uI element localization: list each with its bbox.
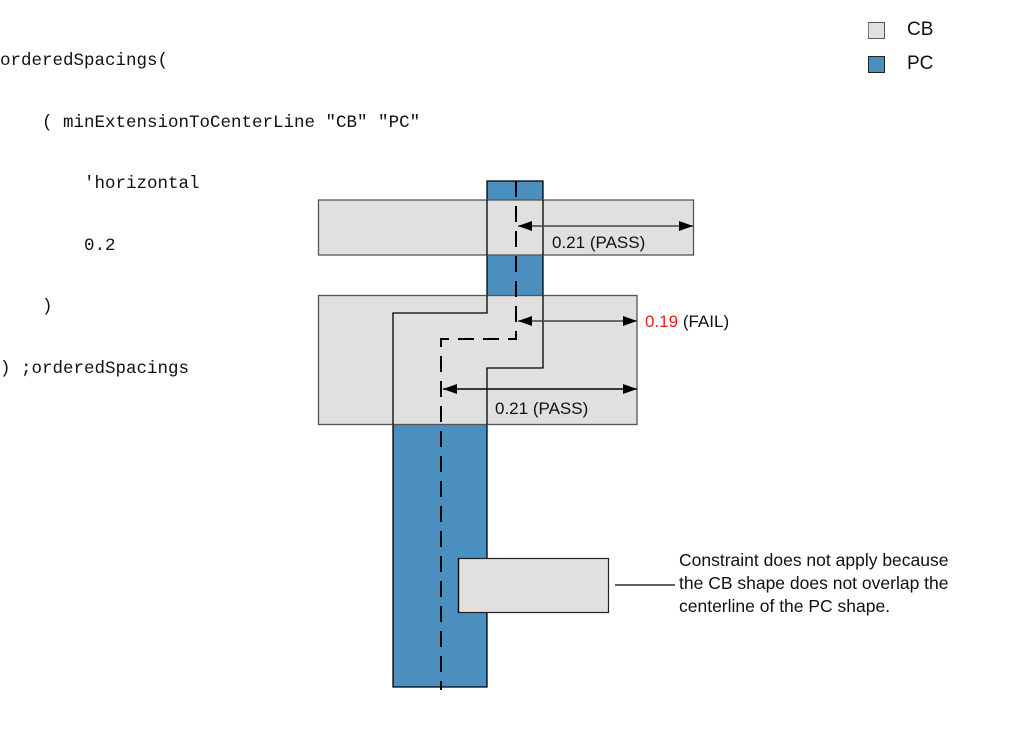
measurement-status: (PASS) [533,399,588,418]
note-line: Constraint does not apply because [679,550,949,570]
measurement-value: 0.21 [552,233,585,252]
code-line: 'horizontal [0,174,200,194]
measurement-value-fail: 0.19 [645,312,678,331]
code-line: ) [0,297,53,317]
measurement-label-middle: 0.19 (FAIL) [645,312,729,331]
code-line: orderedSpacings( [0,51,169,71]
code-line: ) ;orderedSpacings [0,358,190,379]
measurement-label-top: 0.21 (PASS) [552,233,645,252]
cb-shape-bottom [457,557,610,614]
code-snippet: orderedSpacings( ( minExtensionToCenterL… [0,10,420,400]
cb-shape-middle [317,294,638,426]
code-line: 0.2 [0,235,116,256]
note-line: centerline of the PC shape. [679,596,891,616]
legend-item-cb: CB [868,13,933,47]
legend: CB PC [868,13,933,81]
legend-label-cb: CB [907,19,934,40]
measurement-status: (PASS) [590,233,645,252]
cb-swatch-icon [868,21,885,39]
note-line: the CB shape does not overlap the [679,573,949,593]
measurement-label-bottom: 0.21 (PASS) [495,399,588,418]
legend-label-pc: PC [907,53,934,74]
measurement-value: 0.21 [495,399,528,418]
legend-item-pc: PC [868,47,933,81]
note-text: Constraint does not apply because the CB… [679,549,949,618]
pc-centerline [440,181,517,690]
pc-swatch-icon [868,55,885,73]
code-line: ( minExtensionToCenterLine "CB" "PC" [0,112,421,133]
measurement-status: (FAIL) [683,312,729,331]
